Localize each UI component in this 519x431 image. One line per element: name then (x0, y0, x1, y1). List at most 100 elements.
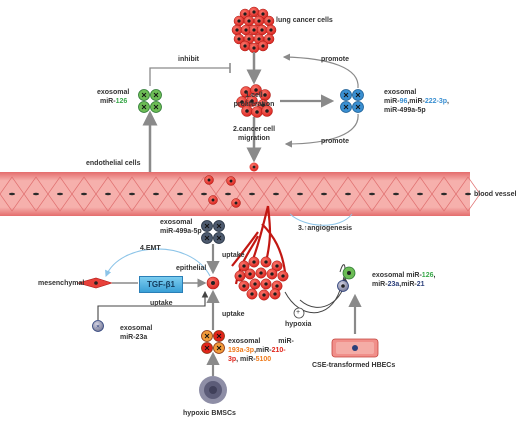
endothelial-nucleus (345, 192, 351, 196)
tumor-cell-nucleus (270, 272, 274, 276)
tumor-cell-nucleus (250, 99, 254, 103)
tumor-cell-nucleus (273, 292, 277, 296)
circulating-tumor-cell-nucleus (207, 178, 211, 182)
tumor-cell-nucleus (247, 37, 251, 41)
label-hypoxia-plus: + (296, 309, 301, 316)
tumor-cell-nucleus (247, 19, 251, 23)
tumor-cell-nucleus (244, 90, 248, 94)
label-exoB-line2: 193a-3p,miR-210- (228, 347, 286, 356)
exosome-rna-mark (204, 223, 210, 229)
label-exo499-line2: miR-499a-5p (160, 228, 202, 235)
blood-vessel (0, 172, 481, 216)
tumor-cell-nucleus (264, 260, 268, 264)
endothelial-nucleus (57, 192, 63, 196)
exosome-rna-mark (153, 92, 159, 98)
endothelial-nucleus (273, 192, 279, 196)
label-exoR-prefix2: miR- (372, 281, 388, 288)
endothelial-nucleus (9, 192, 15, 196)
tumor-cell-nucleus (248, 272, 252, 276)
tumor-cell-nucleus (252, 10, 256, 14)
endothelial-cell-outline (455, 176, 481, 212)
label-exoR-prefix: exosomal miR- (372, 272, 422, 279)
exosome-mir23a-glyph: ✕ (96, 324, 100, 330)
exosome-rna-mark (355, 92, 361, 98)
epithelial-cell-nucleus (211, 281, 215, 285)
tumor-cell-nucleus (243, 44, 247, 48)
label-exo23a-line1: exosomal (120, 325, 153, 332)
label-exoB-mir: miR- (278, 338, 294, 345)
endothelial-nucleus (81, 192, 87, 196)
exosome-rna-mark (216, 235, 222, 241)
label-exo96-comma: , (447, 98, 449, 105)
endothelial-nucleus (441, 192, 447, 196)
tumor-cell-nucleus (267, 37, 271, 41)
exosome-cluster-mir126 (138, 89, 162, 113)
tumor-cell-nucleus (255, 110, 259, 114)
label-exoB-n193: 193a-3p (228, 347, 255, 354)
tumor-cell-nucleus (261, 44, 265, 48)
tumor-cell-nucleus (275, 264, 279, 268)
label-epithelial: epithelial (176, 265, 207, 272)
bmsc-exosome-rna-mark (204, 333, 210, 339)
endothelial-nucleus (129, 192, 135, 196)
inhibit-connector (149, 67, 230, 86)
bmsc-exosome-rna-mark (216, 345, 222, 351)
exosome-rna-mark (343, 104, 349, 110)
tgf-beta1-box: TGF-β1 (139, 276, 183, 293)
emt-curve (105, 248, 211, 278)
label-exoR-sep: ,miR- (399, 281, 417, 288)
tumor-cell-nucleus (240, 100, 244, 104)
promote-curve-top (282, 53, 359, 89)
label-cell-proliferation-2: proliferation (233, 101, 275, 108)
tumor-cell-nucleus (261, 103, 265, 107)
tumor-cell-nucleus (253, 282, 257, 286)
tumor-cell-nucleus (237, 37, 241, 41)
label-exoB-exosomal: exosomal (228, 338, 261, 345)
tumor-cell-nucleus (275, 284, 279, 288)
label-endothelial-cells: endothelial cells (86, 160, 141, 167)
tumor-cell-nucleus (265, 109, 269, 113)
label-exoB-3p: 3p (228, 356, 237, 363)
label-exoB-sep2: , miR- (236, 356, 256, 363)
label-promote-bottom: promote (321, 138, 349, 145)
endothelial-nucleus (297, 192, 303, 196)
exosome-rna-mark (141, 92, 147, 98)
label-emt: 4.EMT (140, 245, 161, 252)
tumor-cell-nucleus (235, 28, 239, 32)
proliferating-cell-cluster (236, 84, 273, 118)
label-exoR-line1: exosomal miR-126, (372, 272, 435, 281)
label-cse-hbecs: CSE-transformed HBECs (312, 362, 396, 369)
tumor-cell-nucleus (281, 274, 285, 278)
tumor-cell-nucleus (242, 284, 246, 288)
endothelial-cell-pattern (0, 176, 481, 212)
hypoxia-loop (284, 264, 346, 314)
label-exo96-line2: miR-96,miR-222-3p, (384, 98, 449, 107)
circulating-tumor-cell-nucleus (229, 179, 233, 183)
endothelial-nucleus (321, 192, 327, 196)
tumor-cell-nucleus (263, 93, 267, 97)
label-exo499-line1: exosomal (160, 219, 193, 226)
tumor-cell-nucleus (260, 28, 264, 32)
endothelial-nucleus (153, 192, 159, 196)
label-exo96-n222: 222-3p (424, 98, 448, 105)
exosome-cluster-bmsc (201, 330, 225, 354)
endothelial-nucleus (225, 192, 231, 196)
tumor-cell-nucleus (245, 109, 249, 113)
tumor-cell-nucleus (269, 28, 273, 32)
hypoxic-bmsc-disc (199, 376, 227, 404)
endothelial-nucleus (393, 192, 399, 196)
tumor-cell-nucleus (254, 88, 258, 92)
label-exo23a-line2: miR-23a (120, 334, 148, 341)
exosome-rna-mark (153, 104, 159, 110)
exosome-rna-mark (204, 235, 210, 241)
label-exo96-sep: ,miR- (407, 98, 425, 105)
endothelial-nucleus (417, 192, 423, 196)
label-exoR-n126: 126 (421, 272, 434, 279)
uptake-bracket (97, 290, 209, 320)
tumor-cell-nucleus (261, 12, 265, 16)
tumor-cell-nucleus (264, 282, 268, 286)
tumor-cell-nucleus (238, 274, 242, 278)
label-uptake-3: uptake (222, 311, 245, 318)
tumor-cell-nucleus (243, 12, 247, 16)
